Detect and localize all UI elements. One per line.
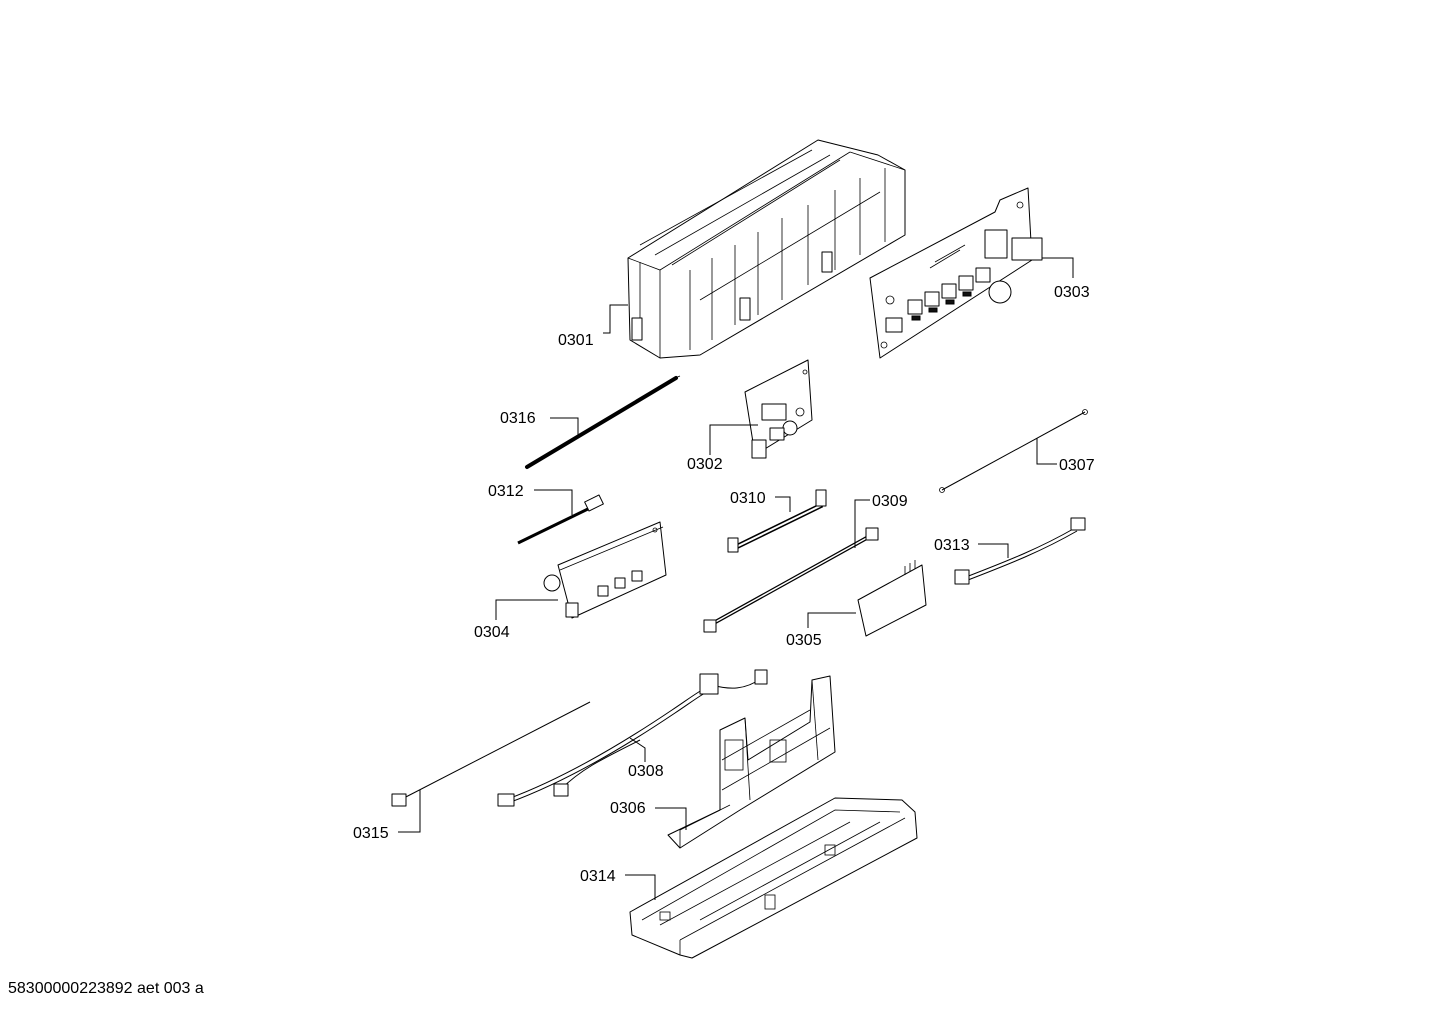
label-0304: 0304 bbox=[474, 624, 510, 641]
part-0314-base-tray[interactable] bbox=[629, 797, 918, 959]
label-0306: 0306 bbox=[610, 800, 646, 817]
label-0308: 0308 bbox=[628, 763, 664, 780]
part-0307-thin-cable[interactable] bbox=[939, 409, 1088, 493]
label-0310: 0310 bbox=[730, 490, 766, 507]
part-0308-wiring-harness[interactable] bbox=[497, 669, 768, 807]
part-0304-display-board[interactable] bbox=[543, 521, 667, 619]
leader-0315 bbox=[398, 790, 421, 833]
leader-0305 bbox=[807, 612, 856, 628]
leader-0308 bbox=[629, 737, 646, 762]
label-0316: 0316 bbox=[500, 410, 536, 427]
label-0309: 0309 bbox=[872, 493, 908, 510]
leader-0307 bbox=[1036, 438, 1057, 465]
leader-0309 bbox=[854, 499, 870, 548]
label-0312: 0312 bbox=[488, 483, 524, 500]
part-0313-connector-cable[interactable] bbox=[954, 517, 1086, 585]
leader-0306 bbox=[655, 807, 687, 830]
part-0310-ribbon-cable[interactable] bbox=[727, 489, 827, 553]
label-0305: 0305 bbox=[786, 632, 822, 649]
leader-0301 bbox=[603, 304, 628, 334]
part-0315-sensor-wire[interactable] bbox=[391, 701, 591, 807]
leader-0316 bbox=[550, 417, 579, 438]
label-0313: 0313 bbox=[934, 537, 970, 554]
part-0306-mounting-bracket[interactable] bbox=[667, 675, 836, 849]
part-0301-housing-cover[interactable] bbox=[627, 139, 906, 359]
part-0305-pcb-card[interactable] bbox=[857, 560, 927, 637]
leader-0303 bbox=[1042, 257, 1074, 278]
leader-0312 bbox=[534, 489, 573, 515]
part-0312-small-cable[interactable] bbox=[517, 494, 604, 546]
label-0303: 0303 bbox=[1054, 284, 1090, 301]
part-0309-long-cable[interactable] bbox=[703, 527, 879, 633]
part-0316-sensor-rod[interactable] bbox=[525, 375, 681, 469]
leader-0302 bbox=[709, 424, 758, 455]
part-0302-small-pcb[interactable] bbox=[744, 359, 813, 459]
leader-0304 bbox=[495, 599, 558, 620]
label-0302: 0302 bbox=[687, 456, 723, 473]
leader-0314 bbox=[625, 874, 656, 900]
label-0301: 0301 bbox=[558, 332, 594, 349]
label-0315: 0315 bbox=[353, 825, 389, 842]
leader-0310 bbox=[775, 496, 791, 512]
leader-0313 bbox=[978, 543, 1009, 558]
part-0303-main-control-board[interactable] bbox=[869, 187, 1043, 359]
drawing-reference-number: 58300000223892 aet 003 a bbox=[8, 980, 204, 997]
label-0307: 0307 bbox=[1059, 457, 1095, 474]
label-0314: 0314 bbox=[580, 868, 616, 885]
